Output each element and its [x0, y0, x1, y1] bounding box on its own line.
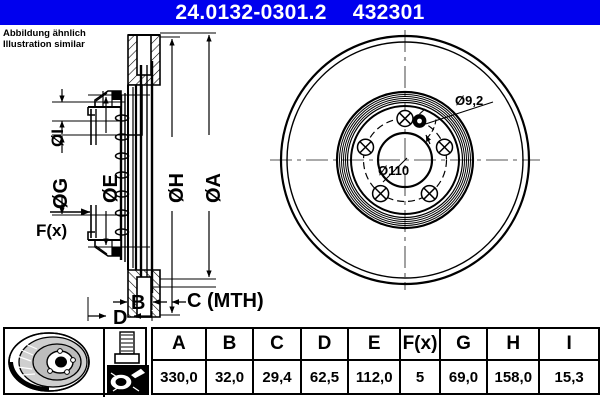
header-g: G [438, 327, 489, 361]
dim-d [87, 297, 153, 321]
callout-hole-dia: Ø9,2 [455, 93, 484, 108]
face-view [270, 30, 540, 290]
label-b: B [131, 292, 146, 314]
value-b: 32,0 [204, 359, 255, 395]
header-c: C [252, 327, 302, 361]
bolt-circle [362, 117, 448, 203]
article-number: 432301 [352, 1, 425, 24]
bolt-hole [435, 138, 454, 156]
bolt-hole [356, 138, 375, 156]
bolt-hole [371, 184, 390, 203]
header-b: B [204, 327, 255, 361]
dim-dia-i [52, 89, 125, 134]
bolt-icon [107, 331, 149, 395]
value-a: 330,0 [151, 359, 207, 395]
dim-dia-a [160, 32, 216, 280]
bolt-hole [396, 109, 414, 128]
friction-ring-inner [335, 90, 475, 230]
label-c-mth: C (MTH) [187, 290, 264, 312]
leader-bolt-circle [382, 157, 408, 183]
dimensions-table: A B C D E F(x) G H I 330,0 32,0 29,4 62,… [151, 327, 600, 395]
table-value-row: 330,0 32,0 29,4 62,5 112,0 5 69,0 158,0 … [151, 359, 600, 395]
technical-drawing: ØI ØG ØE ØH ØA F(x) B C (MTH) D Ø9,2 Ø11… [0, 25, 600, 329]
value-c: 29,4 [252, 359, 302, 395]
label-dia-a: ØA [203, 173, 225, 203]
callout-bolt-circle: Ø110 [378, 163, 410, 178]
legend-box [3, 327, 149, 397]
leader-hole-dia [425, 101, 494, 145]
part-number: 24.0132-0301.2 [175, 1, 327, 24]
bolt-holes [356, 109, 454, 203]
header-d: D [299, 327, 350, 361]
label-dia-h: ØH [166, 173, 188, 203]
disc-outer-edge [279, 34, 531, 286]
header-e: E [347, 327, 402, 361]
locating-pin-hole [412, 108, 427, 128]
label-dia-e: ØE [100, 174, 122, 203]
value-h: 158,0 [486, 359, 541, 395]
wheel-bearing-tool-icon [107, 365, 149, 395]
table-header-row: A B C D E F(x) G H I [151, 327, 600, 361]
hub-hat-section [127, 34, 161, 86]
dim-dia-e [88, 94, 150, 248]
centre-bore [376, 131, 434, 189]
cross-section-view [50, 32, 216, 321]
header-a: A [151, 327, 207, 361]
value-d: 62,5 [299, 359, 350, 395]
value-i: 15,3 [538, 359, 600, 395]
illustration-similar-note: Abbildung ähnlich Illustration similar [3, 28, 86, 50]
dim-dia-h [160, 36, 180, 316]
note-line-en: Illustration similar [3, 39, 85, 50]
value-fx: 5 [399, 359, 441, 395]
hub-neck-detail-bottom [87, 205, 122, 257]
value-g: 69,0 [438, 359, 489, 395]
disc-outer-edge-inner [286, 41, 524, 279]
brake-disc-icon [8, 332, 90, 392]
dim-c-mth [152, 286, 216, 305]
bottom-strip: A B C D E F(x) G H I 330,0 32,0 29,4 62,… [0, 327, 600, 397]
label-dia-i: ØI [48, 129, 67, 147]
label-fx: F(x) [36, 221, 68, 240]
header-h: H [486, 327, 541, 361]
value-e: 112,0 [347, 359, 402, 395]
dim-b [113, 293, 167, 310]
note-line-de: Abbildung ähnlich [3, 28, 86, 39]
bolt-hole [420, 184, 439, 203]
bolt-cell [103, 329, 149, 397]
header-fx: F(x) [399, 327, 441, 361]
header-bar: 24.0132-0301.2 432301 [0, 0, 600, 25]
label-dia-g: ØG [50, 177, 72, 209]
label-d: D [113, 307, 128, 329]
header-i: I [538, 327, 600, 361]
